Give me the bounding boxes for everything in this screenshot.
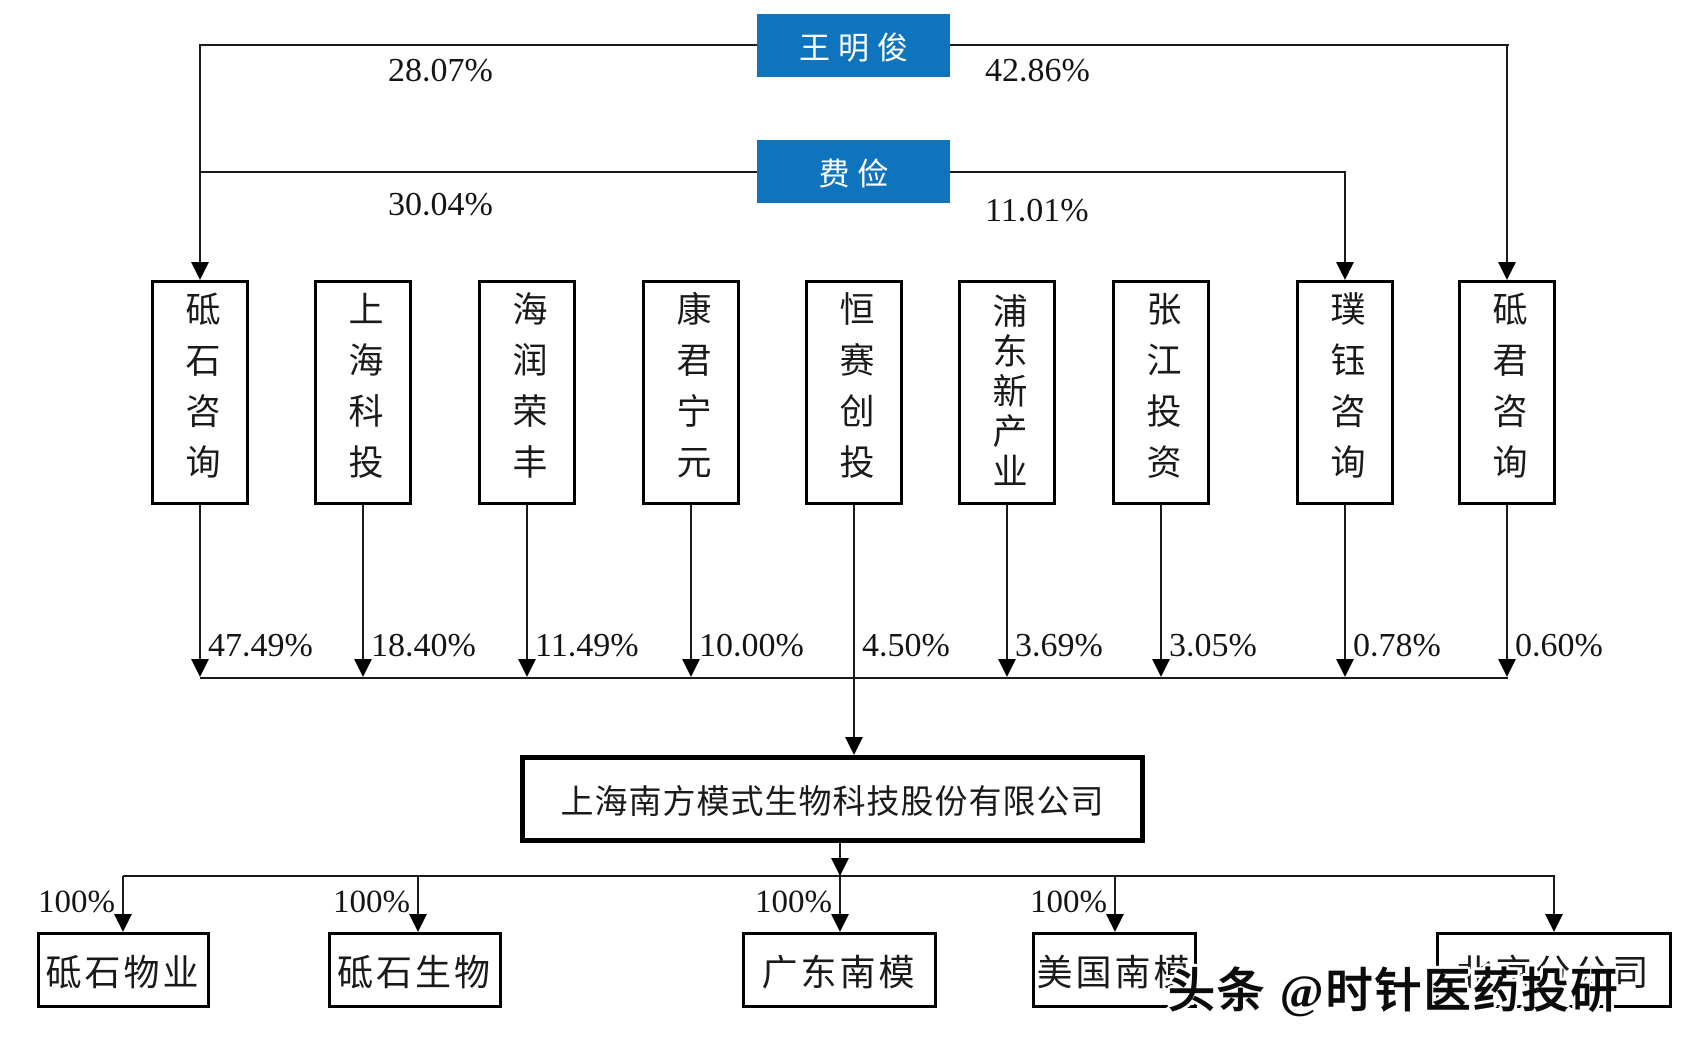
subsidiary-box: 美国南模 [1032, 932, 1197, 1008]
shareholder-box: 恒赛创投 [805, 280, 903, 505]
arrowhead-icon [1336, 262, 1354, 280]
shareholder-name: 璞钰咨询 [1325, 290, 1365, 495]
arrowhead-icon [409, 914, 427, 932]
connector-line [200, 171, 757, 173]
shareholding-label: 4.50% [862, 627, 950, 664]
shareholder-name: 康君宁元 [671, 290, 711, 495]
subsidiary-name: 美国南模 [1036, 953, 1193, 993]
connector-line [950, 171, 1345, 173]
arrowhead-icon [845, 737, 863, 755]
arrowhead-icon [831, 914, 849, 932]
shareholding-label: 0.60% [1515, 627, 1603, 664]
connector-line [526, 505, 528, 660]
ownership-label: 100% [755, 884, 832, 920]
connector-line [853, 505, 855, 741]
arrowhead-icon [998, 659, 1016, 677]
connector-line [200, 44, 757, 46]
shareholding-label: 47.49% [208, 627, 313, 664]
connector-line [1006, 505, 1008, 660]
connector-line [122, 876, 124, 918]
company-box: 上海南方模式生物科技股份有限公司 [520, 755, 1145, 843]
ownership-label: 42.86% [985, 52, 1090, 89]
connector-line [1114, 876, 1116, 918]
connector-line [417, 876, 419, 918]
person-box-wang-mingjun: 王明俊 [757, 14, 950, 77]
arrowhead-icon [114, 914, 132, 932]
ownership-label: 28.07% [388, 52, 493, 89]
arrowhead-icon [1498, 262, 1516, 280]
shareholder-name: 张江投资 [1141, 290, 1181, 495]
arrowhead-icon [1106, 914, 1124, 932]
arrowhead-icon [1545, 914, 1563, 932]
connector-line [362, 505, 364, 660]
shareholding-label: 3.69% [1015, 627, 1103, 664]
arrowhead-icon [191, 659, 209, 677]
shareholder-name: 砥君咨询 [1487, 290, 1527, 495]
connector-line [1506, 505, 1508, 660]
subsidiary-name: 砥石物业 [45, 953, 202, 993]
shareholder-name: 上海科投 [343, 290, 383, 495]
shareholder-box: 海润荣丰 [478, 280, 576, 505]
shareholding-label: 11.49% [535, 627, 639, 664]
connector-line [1553, 876, 1555, 918]
ownership-label: 30.04% [388, 186, 493, 223]
shareholder-box: 砥石咨询 [151, 280, 249, 505]
subsidiary-name: 砥石生物 [336, 953, 493, 993]
ownership-label: 100% [333, 884, 410, 920]
collector-line [200, 677, 1508, 679]
shareholder-box: 上海科投 [314, 280, 412, 505]
shareholding-label: 0.78% [1353, 627, 1441, 664]
connector-line [690, 505, 692, 660]
arrowhead-icon [1336, 659, 1354, 677]
arrowhead-icon [354, 659, 372, 677]
connector-line [1160, 505, 1162, 660]
shareholder-name: 浦东新产业 [987, 292, 1027, 493]
shareholder-box: 康君宁元 [642, 280, 740, 505]
subsidiary-box: 广东南模 [742, 932, 937, 1008]
connector-line [1344, 505, 1346, 660]
connector-line [1344, 171, 1346, 264]
arrowhead-icon [1498, 659, 1516, 677]
arrowhead-icon [831, 858, 849, 876]
connector-line [839, 843, 841, 918]
shareholder-name: 恒赛创投 [834, 290, 874, 495]
shareholder-box: 璞钰咨询 [1296, 280, 1394, 505]
shareholder-box: 张江投资 [1112, 280, 1210, 505]
ownership-label: 100% [1030, 884, 1107, 920]
arrowhead-icon [682, 659, 700, 677]
collector-line [123, 875, 1555, 877]
shareholder-name: 海润荣丰 [507, 290, 547, 495]
subsidiary-box: 砥石生物 [328, 932, 502, 1008]
subsidiary-name: 北京分公司 [1456, 953, 1652, 993]
shareholder-box: 浦东新产业 [958, 280, 1056, 505]
connector-line [199, 505, 201, 660]
arrowhead-icon [518, 659, 536, 677]
connector-line [950, 44, 1509, 46]
connector-line [1506, 44, 1508, 264]
shareholding-label: 18.40% [371, 627, 476, 664]
ownership-label: 11.01% [985, 192, 1089, 229]
shareholder-box: 砥君咨询 [1458, 280, 1556, 505]
shareholding-label: 10.00% [699, 627, 804, 664]
arrowhead-icon [191, 262, 209, 280]
subsidiary-name: 广东南模 [761, 953, 918, 993]
arrowhead-icon [1152, 659, 1170, 677]
shareholding-label: 3.05% [1169, 627, 1257, 664]
connector-line [199, 44, 201, 264]
shareholder-name: 砥石咨询 [180, 290, 220, 495]
subsidiary-box: 北京分公司 [1436, 932, 1672, 1008]
ownership-label: 100% [38, 884, 115, 920]
watermark-text: 头条 @时针医药投研 [1168, 966, 1620, 1018]
company-name: 上海南方模式生物科技股份有限公司 [560, 785, 1105, 821]
person-box-fei-jian: 费俭 [757, 140, 950, 203]
subsidiary-box: 砥石物业 [37, 932, 210, 1008]
